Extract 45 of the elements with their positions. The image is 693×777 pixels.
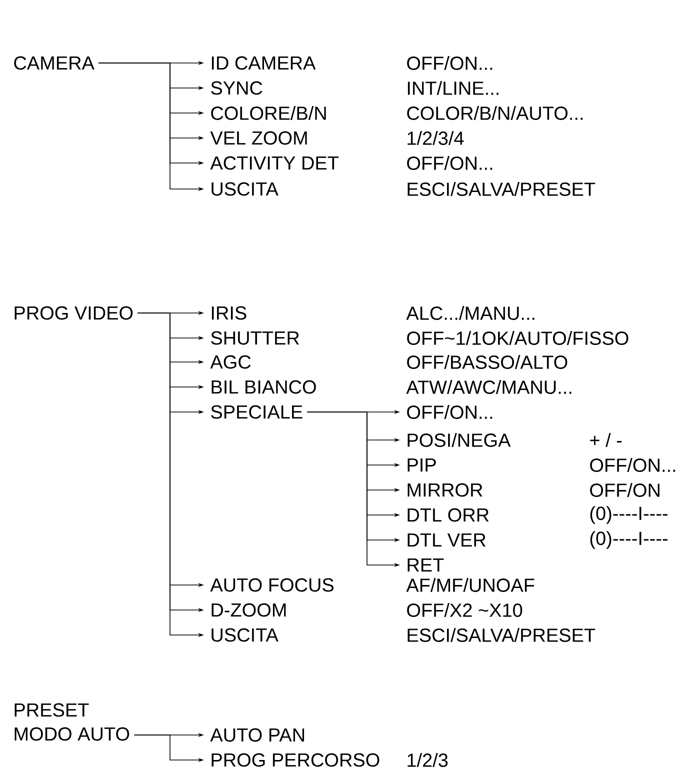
menu-item: SHUTTER	[211, 331, 300, 345]
menu-item: BIL BIANCO	[212, 380, 316, 394]
option-values: ESCI/SALVA/PRESET	[408, 628, 596, 642]
menu-item: PIP	[408, 458, 436, 472]
menu-item: ACTIVITY DET	[210, 156, 339, 170]
menu-item: CAMERA	[14, 56, 94, 70]
option-values: OFF/ON...	[407, 156, 492, 170]
option-values: ATW/AWC/MANU...	[406, 380, 572, 394]
menu-item: AGC	[210, 355, 251, 369]
option-values: OFF/ON	[590, 483, 660, 497]
menu-item: ID CAMERA	[212, 56, 316, 70]
option-values: INT/LINE...	[408, 81, 498, 95]
menu-item: VEL ZOOM	[210, 131, 307, 145]
option-values: (0)----I----	[590, 531, 668, 549]
option-values: 1/2/3	[408, 753, 448, 767]
menu-item: RET	[408, 558, 444, 572]
menu-item: OFF/ON...	[407, 405, 492, 419]
option-values: 1/2/3/4	[408, 131, 464, 145]
menu-item: POSI/NEGA	[408, 433, 511, 447]
option-values: ALC.../MANU...	[406, 306, 534, 320]
menu-item: SYNC	[211, 81, 262, 95]
menu-item: MIRROR	[408, 483, 482, 497]
menu-item: DTL ORR	[408, 508, 489, 522]
option-values: AF/MF/UNOAF	[406, 578, 534, 592]
option-values: OFF/X2 ~X10	[407, 603, 522, 617]
menu-item: DTL VER	[408, 533, 486, 547]
menu-item: AUTO PAN	[210, 728, 304, 742]
menu-item: D-ZOOM	[212, 603, 286, 617]
menu-item: PROG PERCORSO	[212, 753, 380, 767]
menu-item: PROG VIDEO	[14, 306, 133, 320]
option-values: ESCI/SALVA/PRESET	[408, 182, 596, 196]
option-values: OFF/BASSO/ALTO	[407, 355, 568, 369]
menu-item: USCITA	[212, 182, 278, 196]
option-values: (0)----I----	[590, 506, 668, 524]
menu-item: IRIS	[212, 306, 246, 320]
option-values: OFF~1/1OK/AUTO/FISSO	[407, 331, 628, 345]
menu-item: USCITA	[212, 628, 278, 642]
option-values: COLOR/B/N/AUTO...	[407, 106, 583, 120]
option-values: OFF/ON...	[590, 458, 676, 472]
option-values: + / -	[590, 433, 622, 447]
menu-item: AUTO FOCUS	[210, 578, 334, 592]
menu-item: COLORE/B/N	[211, 106, 326, 120]
menu-item: PRESET MODO AUTO	[14, 703, 130, 741]
menu-item: SPECIALE	[211, 405, 302, 419]
option-values: OFF/ON...	[407, 56, 492, 70]
